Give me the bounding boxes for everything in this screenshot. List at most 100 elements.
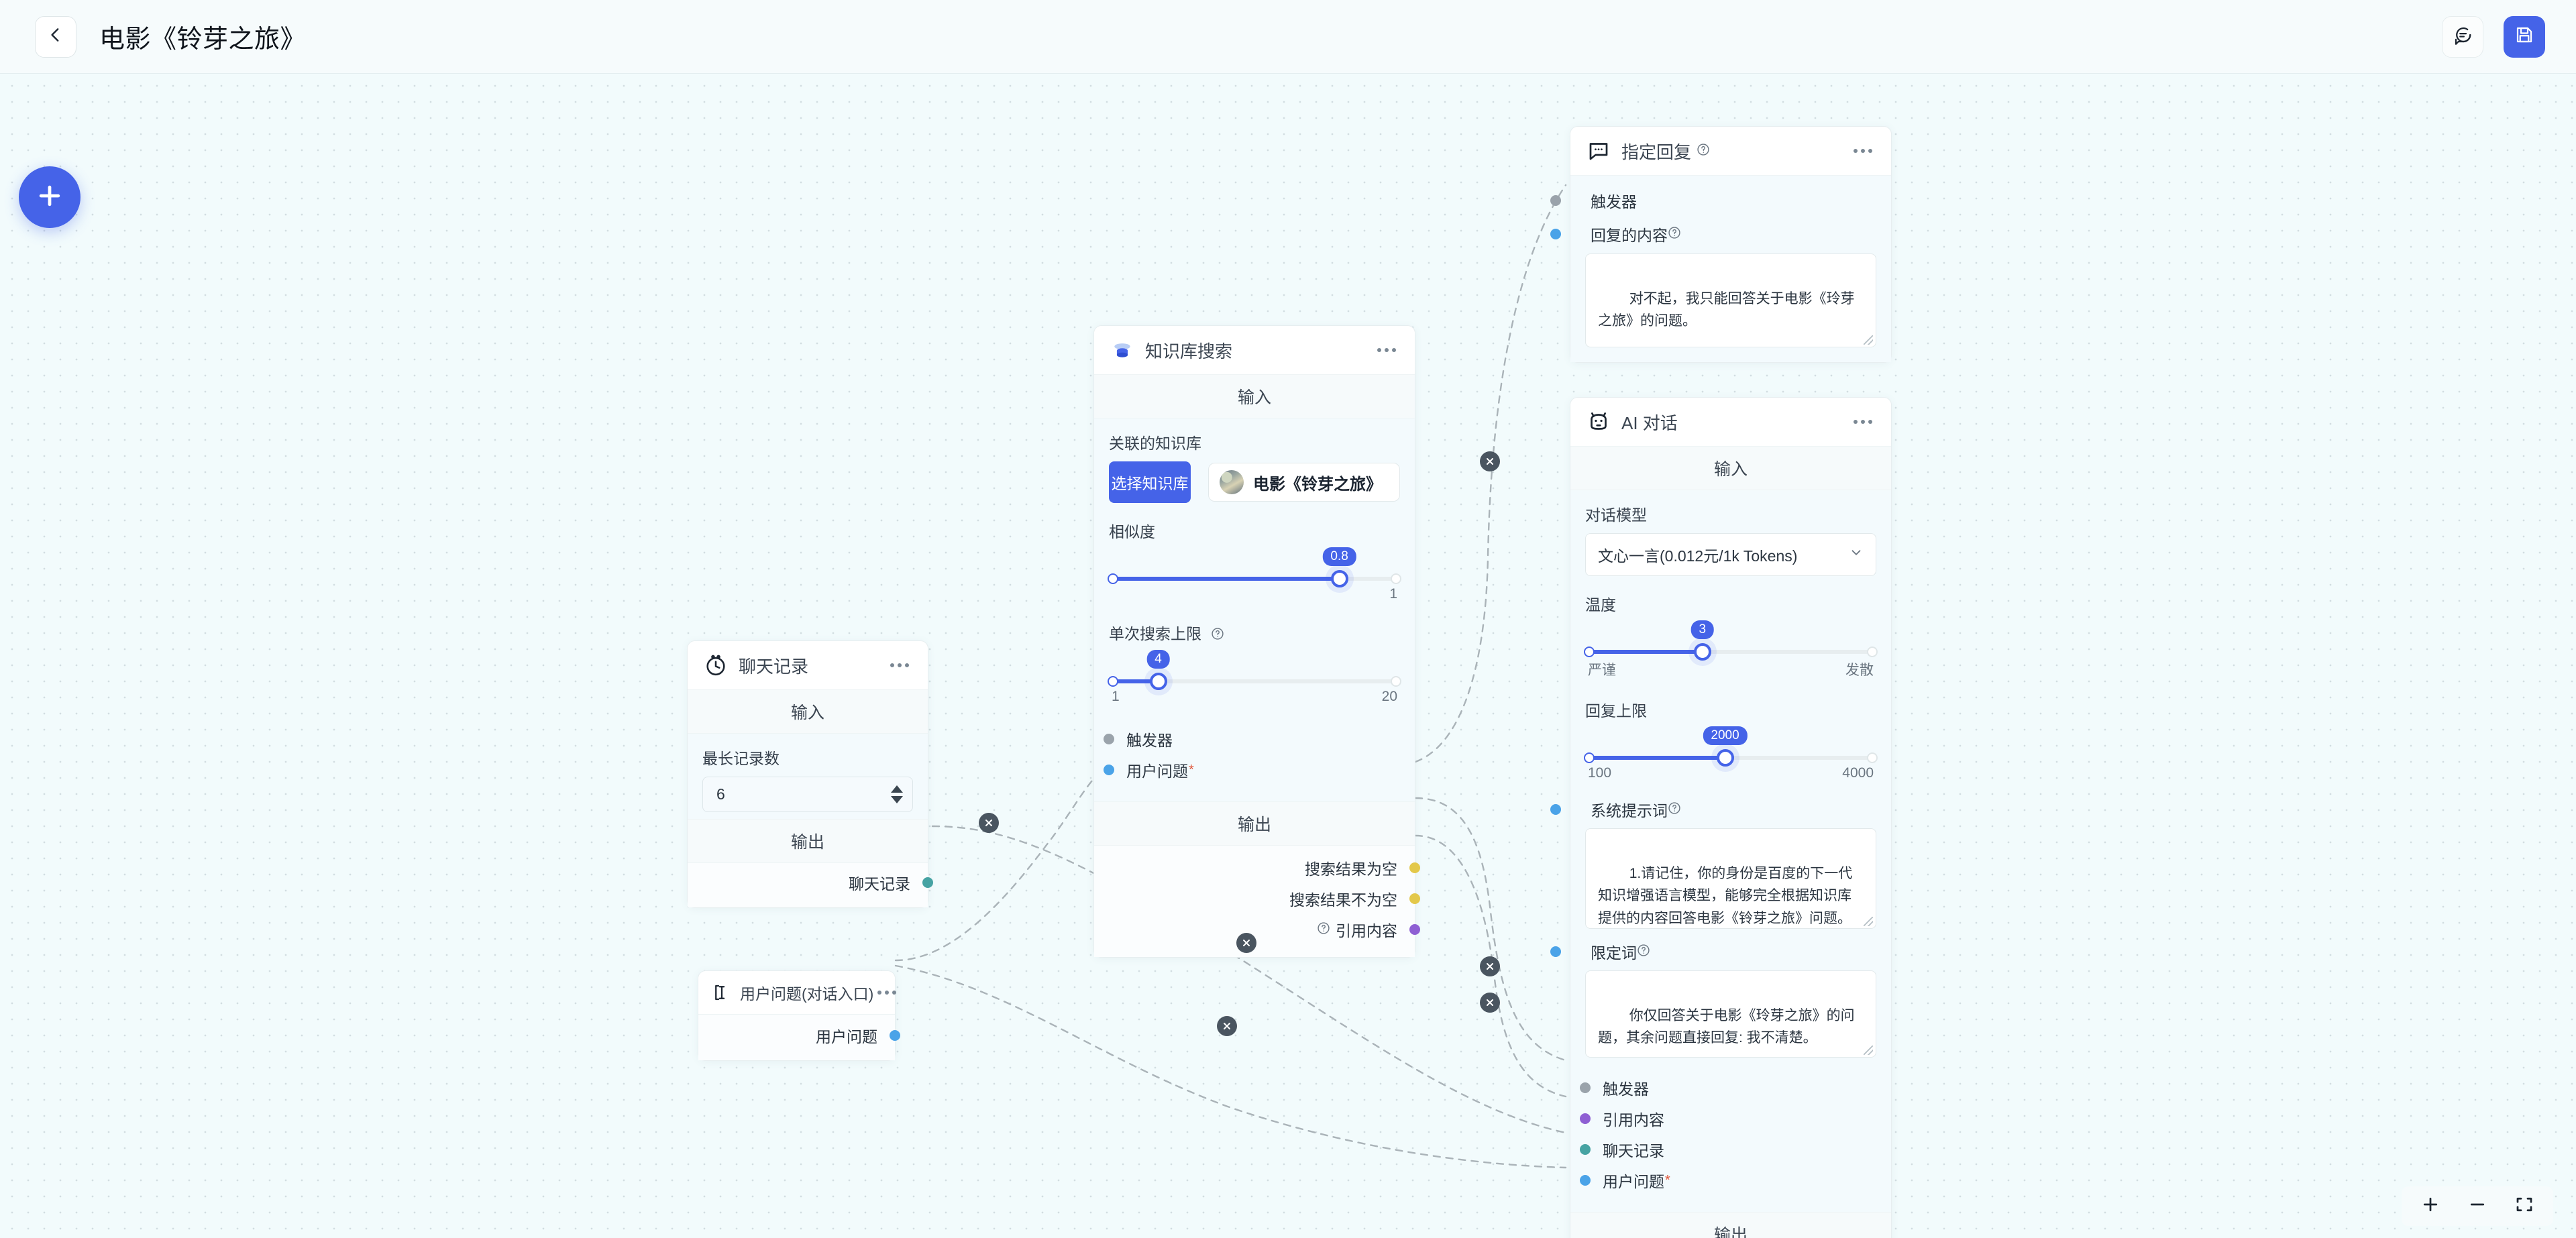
node-title: 知识库搜索 — [1145, 341, 1233, 361]
help-icon[interactable] — [1211, 626, 1224, 644]
more-dots-icon[interactable] — [886, 659, 913, 671]
port-dot-gray[interactable] — [1580, 1082, 1591, 1093]
slider-track[interactable]: 4 — [1108, 650, 1401, 690]
port-in-reference[interactable]: 引用内容 — [1580, 1103, 1876, 1134]
help-icon[interactable] — [1668, 225, 1681, 243]
restriction-textarea[interactable]: 你仅回答关于电影《玲芽之旅》的问题，其余问题直接回复: 我不清楚。 — [1585, 970, 1876, 1058]
port-out-reference[interactable]: 引用内容 — [1094, 914, 1420, 945]
more-dots-icon[interactable] — [1849, 145, 1876, 157]
edge-delete-button[interactable] — [979, 813, 999, 833]
reply-content-textarea[interactable]: 对不起，我只能回答关于电影《玲芽之旅》的问题。 — [1585, 254, 1876, 347]
port-dot-blue[interactable] — [1550, 946, 1561, 957]
port-out-search-empty[interactable]: 搜索结果为空 — [1094, 852, 1420, 883]
port-out-chat-history[interactable]: 聊天记录 — [688, 867, 933, 898]
port-dot-yellow[interactable] — [1409, 862, 1420, 873]
search-limit-value-bubble: 4 — [1146, 650, 1170, 669]
help-icon[interactable] — [1668, 801, 1681, 819]
port-in-restriction[interactable]: 限定词 — [1550, 937, 1876, 966]
port-dot-yellow[interactable] — [1409, 893, 1420, 904]
slider-thumb[interactable] — [1330, 570, 1348, 587]
port-in-user-question[interactable]: 用户问题* — [1104, 754, 1400, 785]
edge-delete-button[interactable] — [1480, 956, 1500, 976]
add-node-button[interactable] — [19, 166, 80, 228]
slider-track[interactable]: 0.8 — [1108, 547, 1401, 587]
node-user-question[interactable]: 用户问题(对话入口) 用户问题 — [698, 970, 900, 1061]
resize-grip-icon[interactable] — [1864, 917, 1873, 926]
temperature-slider[interactable]: 3 严谨 发散 — [1584, 620, 1878, 683]
port-in-trigger[interactable]: 触发器 — [1550, 185, 1876, 216]
port-dot-purple[interactable] — [1409, 924, 1420, 935]
port-dot-blue[interactable] — [1580, 1175, 1591, 1186]
edge-delete-button[interactable] — [1480, 451, 1500, 471]
more-dots-icon[interactable] — [1373, 344, 1400, 356]
port-dot-blue[interactable] — [1550, 804, 1561, 815]
help-icon[interactable] — [1697, 143, 1710, 160]
port-in-reply-content[interactable]: 回复的内容 — [1550, 220, 1876, 248]
port-dot-teal[interactable] — [1580, 1144, 1591, 1155]
node-kb-search[interactable]: 知识库搜索 输入 关联的知识库 选择知识库 电影《铃芽之旅》 相似度 — [1093, 325, 1420, 958]
port-in-user-question[interactable]: 用户问题* — [1580, 1165, 1876, 1196]
slider-track[interactable]: 2000 — [1584, 726, 1878, 767]
search-limit-slider[interactable]: 4 1 20 — [1108, 650, 1401, 709]
slider-thumb[interactable] — [1149, 673, 1167, 690]
port-dot-gray[interactable] — [1104, 734, 1114, 744]
port-out-user-question[interactable]: 用户问题 — [698, 1020, 900, 1051]
fit-screen-button[interactable] — [2514, 1194, 2534, 1218]
port-in-system-prompt[interactable]: 系统提示词 — [1550, 795, 1876, 824]
node-ai-chat[interactable]: AI 对话 输入 对话模型 文心一言(0.012元/1k Tokens) 温度 … — [1550, 397, 1892, 1238]
slider-cap-left — [1108, 676, 1118, 687]
port-dot-blue[interactable] — [890, 1030, 900, 1041]
node-chat-history[interactable]: 聊天记录 输入 最长记录数 6 输出 聊天记录 — [687, 640, 933, 908]
workflow-canvas[interactable]: 聊天记录 输入 最长记录数 6 输出 聊天记录 — [0, 74, 2576, 1238]
chat-history-body: 最长记录数 6 — [688, 734, 928, 819]
node-fixed-reply[interactable]: 指定回复 触发器 回复的内容 对不起，我只能回答关于电影《玲芽之 — [1550, 126, 1892, 363]
input-section-label: 输入 — [1570, 447, 1891, 490]
port-label: 触发器 — [1591, 193, 1637, 211]
model-select[interactable]: 文心一言(0.012元/1k Tokens) — [1585, 533, 1876, 576]
node-title: AI 对话 — [1621, 412, 1678, 433]
port-in-trigger[interactable]: 触发器 — [1580, 1072, 1876, 1103]
resize-grip-icon[interactable] — [1864, 1046, 1873, 1055]
back-button[interactable] — [35, 15, 76, 58]
slider-cap-right — [1391, 676, 1401, 687]
slider-cap-left — [1584, 752, 1595, 763]
port-dot-teal[interactable] — [922, 877, 933, 888]
stepper-arrows-icon[interactable] — [891, 785, 903, 803]
search-limit-label: 单次搜索上限 — [1109, 621, 1400, 644]
slider-track[interactable]: 3 — [1584, 620, 1878, 661]
save-button[interactable] — [2504, 15, 2545, 58]
similarity-slider[interactable]: 0.8 1 — [1108, 547, 1401, 606]
reply-limit-slider[interactable]: 2000 100 4000 — [1584, 726, 1878, 785]
kb-chip[interactable]: 电影《铃芽之旅》 — [1208, 463, 1400, 502]
chat-preview-button[interactable] — [2442, 15, 2483, 58]
port-out-search-not-empty[interactable]: 搜索结果不为空 — [1094, 883, 1420, 914]
edge-delete-button[interactable] — [1217, 1016, 1237, 1036]
max-records-label: 最长记录数 — [702, 750, 780, 767]
port-dot-blue[interactable] — [1104, 765, 1114, 775]
resize-grip-icon[interactable] — [1864, 335, 1873, 345]
node-header: 聊天记录 — [688, 641, 928, 690]
help-icon[interactable] — [1317, 921, 1330, 939]
slider-fill — [1113, 679, 1159, 683]
port-dot-purple[interactable] — [1580, 1113, 1591, 1124]
zoom-in-button[interactable] — [2420, 1194, 2440, 1218]
help-icon[interactable] — [1637, 943, 1650, 961]
select-kb-button[interactable]: 选择知识库 — [1109, 461, 1191, 503]
zoom-out-button[interactable] — [2467, 1194, 2487, 1218]
port-in-trigger[interactable]: 触发器 — [1104, 724, 1400, 754]
search-limit-text: 单次搜索上限 — [1109, 625, 1201, 642]
similarity-label: 相似度 — [1109, 523, 1155, 541]
slider-thumb[interactable] — [1716, 749, 1734, 767]
edge-delete-button[interactable] — [1480, 993, 1500, 1013]
slider-cap-right — [1867, 752, 1878, 763]
chevron-left-icon — [47, 26, 64, 47]
more-dots-icon[interactable] — [1849, 416, 1876, 428]
system-prompt-textarea[interactable]: 1.请记住，你的身份是百度的下一代知识增强语言模型，能够完全根据知识库提供的内容… — [1585, 828, 1876, 929]
slider-thumb[interactable] — [1693, 643, 1711, 661]
port-dot-blue[interactable] — [1550, 229, 1561, 239]
port-dot-gray[interactable] — [1550, 195, 1561, 206]
port-in-chat-history[interactable]: 聊天记录 — [1580, 1134, 1876, 1165]
more-dots-icon[interactable] — [873, 987, 900, 999]
edge-delete-button[interactable] — [1236, 933, 1256, 953]
max-records-stepper[interactable]: 6 — [702, 777, 913, 812]
